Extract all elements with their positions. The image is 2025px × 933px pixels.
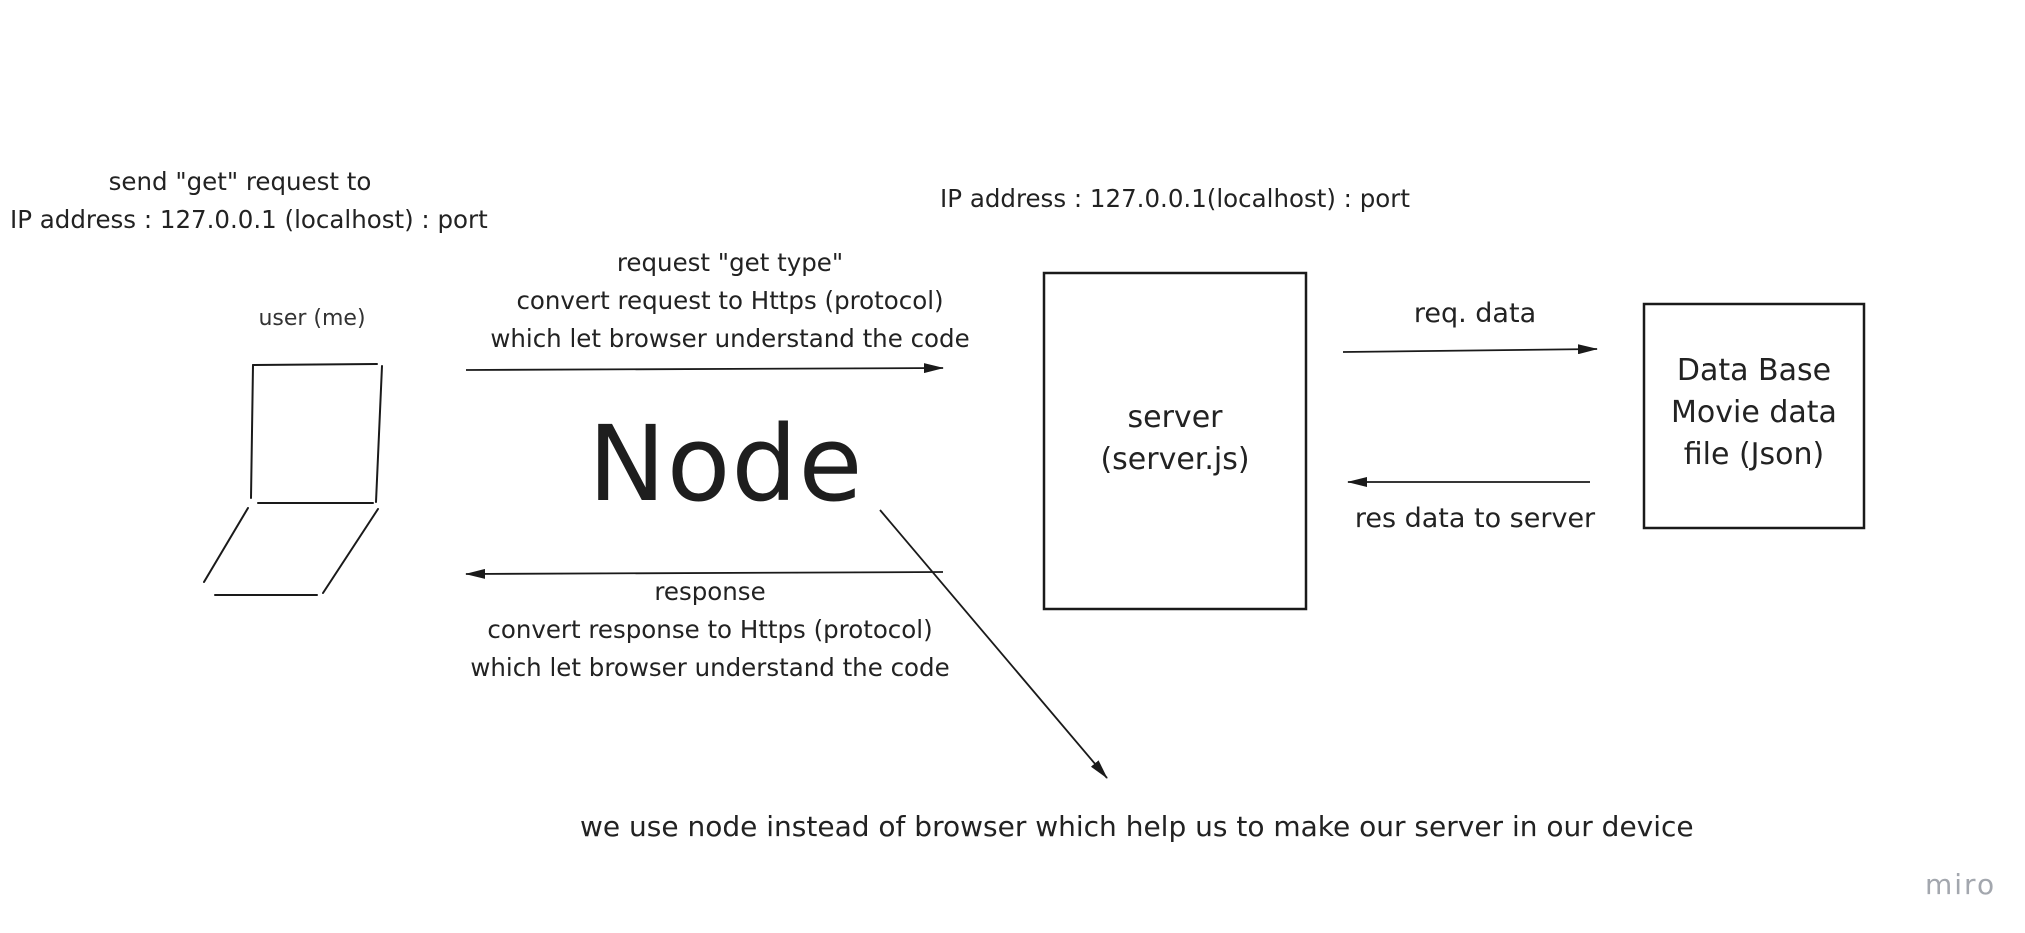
request-line3: which let browser understand the code	[490, 324, 970, 353]
request-label: request "get type" convert request to Ht…	[470, 244, 990, 358]
left-note-line2: IP address : 127.0.0.1 (localhost) : por…	[10, 205, 488, 234]
left-note: send "get" request to IP address : 127.0…	[10, 163, 488, 239]
server-box-line1: server	[1127, 400, 1223, 435]
res-data-label: res data to server	[1354, 503, 1596, 534]
user-label: user (me)	[258, 306, 366, 331]
node-pointer-arrow	[879, 509, 1108, 779]
laptop-icon	[203, 363, 383, 596]
left-note-line1: send "get" request to	[108, 167, 372, 196]
response-line3: which let browser understand the code	[470, 653, 950, 682]
response-line2: convert response to Https (protocol)	[487, 615, 933, 644]
miro-logo: miro	[1925, 868, 1997, 901]
server-box-label: server (server.js)	[1044, 397, 1306, 481]
req-data-label: req. data	[1413, 298, 1537, 329]
database-box-line3: file (Json)	[1683, 437, 1825, 472]
database-box-line1: Data Base	[1676, 353, 1832, 388]
server-box-line2: (server.js)	[1100, 442, 1250, 477]
response-line1: response	[654, 577, 766, 606]
request-line1: request "get type"	[616, 248, 844, 277]
database-box-label: Data Base Movie data file (Json)	[1644, 350, 1864, 476]
database-box-line2: Movie data	[1671, 395, 1837, 430]
req-data-arrow	[1342, 344, 1598, 355]
server-address-label: IP address : 127.0.0.1(localhost) : port	[940, 184, 1410, 213]
node-label: Node	[588, 403, 864, 525]
response-arrow	[465, 568, 944, 579]
request-line2: convert request to Https (protocol)	[516, 286, 944, 315]
server-box	[1042, 271, 1308, 611]
footer-note: we use node instead of browser which hel…	[580, 810, 1694, 843]
request-arrow	[465, 363, 944, 374]
response-label: response convert response to Https (prot…	[460, 573, 960, 687]
database-box	[1642, 302, 1866, 530]
